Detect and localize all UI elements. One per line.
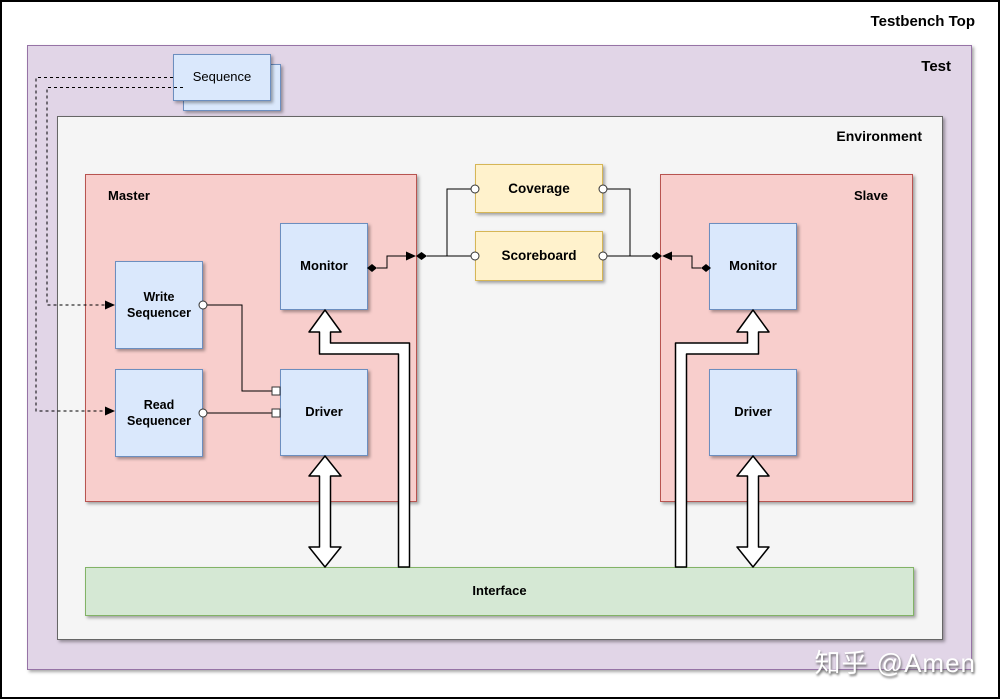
master-monitor-label: Monitor (300, 258, 348, 274)
master-label: Master (108, 188, 150, 203)
read-sequencer-label: Read Sequencer (127, 397, 191, 428)
watermark: 知乎 @Amen (814, 648, 976, 678)
environment-label: Environment (836, 128, 922, 144)
slave-monitor-box: Monitor (709, 223, 797, 310)
testbench-top-title: Testbench Top (870, 13, 975, 30)
slave-driver-box: Driver (709, 369, 797, 456)
coverage-box: Coverage (475, 164, 603, 213)
slave-driver-label: Driver (734, 404, 772, 420)
master-driver-label: Driver (305, 404, 343, 420)
write-sequencer-label: Write Sequencer (127, 289, 191, 320)
slave-monitor-label: Monitor (729, 258, 777, 274)
scoreboard-box: Scoreboard (475, 231, 603, 281)
master-driver-box: Driver (280, 369, 368, 456)
sequence-box: Sequence (173, 54, 271, 101)
sequence-label: Sequence (192, 69, 252, 85)
interface-box: Interface (85, 567, 914, 616)
coverage-label: Coverage (508, 180, 570, 196)
interface-label: Interface (472, 583, 527, 599)
master-monitor-box: Monitor (280, 223, 368, 310)
slave-label: Slave (854, 188, 888, 203)
write-sequencer-box: Write Sequencer (115, 261, 203, 349)
read-sequencer-box: Read Sequencer (115, 369, 203, 457)
test-label: Test (921, 58, 951, 75)
scoreboard-label: Scoreboard (501, 248, 577, 264)
